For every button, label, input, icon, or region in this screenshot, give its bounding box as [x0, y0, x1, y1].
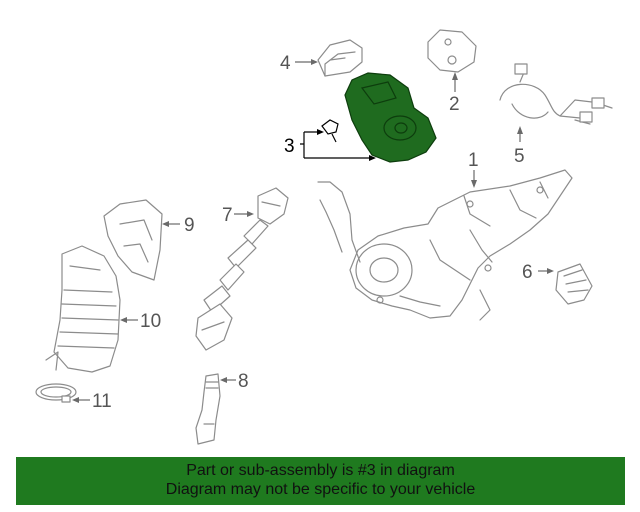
part-6-connector[interactable]	[555, 263, 593, 305]
part-3-housing-highlighted[interactable]	[344, 72, 437, 163]
callout-3: 3	[284, 136, 295, 157]
arrow-1	[471, 180, 477, 188]
arrow-3b	[369, 155, 376, 161]
part-8-lower-shaft[interactable]	[195, 373, 221, 445]
callout-5: 5	[514, 146, 525, 167]
banner-line-disclaimer: Diagram may not be specific to your vehi…	[165, 481, 476, 498]
arrow-6	[547, 268, 554, 274]
arrow-7	[247, 211, 254, 217]
callout-4: 4	[280, 53, 291, 74]
part-2-bracket[interactable]	[427, 29, 477, 73]
part-7-intermediate-shaft[interactable]	[195, 187, 289, 351]
banner-line-part: Part or sub-assembly is #3 in diagram	[186, 462, 455, 479]
callout-9: 9	[184, 215, 195, 236]
arrow-8	[220, 377, 227, 383]
part-11-clamp[interactable]	[35, 383, 77, 403]
arrow-4	[311, 59, 318, 65]
callout-11: 11	[92, 391, 112, 412]
info-banner: Part or sub-assembly is #3 in diagram Di…	[16, 457, 625, 505]
callout-6: 6	[522, 262, 533, 283]
callout-8: 8	[238, 371, 249, 392]
part-9-boot-cover[interactable]	[103, 199, 163, 281]
arrow-10	[120, 317, 127, 323]
part-5-wire-harness[interactable]	[499, 63, 613, 125]
arrow-9	[162, 221, 169, 227]
part-4-cover[interactable]	[317, 39, 363, 77]
part-10-boot[interactable]	[45, 245, 121, 373]
part-3-bolt[interactable]	[321, 119, 339, 143]
arrow-5	[517, 126, 523, 134]
leader-3	[300, 131, 374, 159]
arrow-2	[452, 72, 458, 80]
arrow-3a	[317, 129, 324, 135]
callout-1: 1	[468, 150, 479, 171]
callout-2: 2	[449, 94, 460, 115]
callout-10: 10	[140, 311, 161, 332]
callout-7: 7	[222, 205, 233, 226]
arrow-11	[72, 397, 79, 403]
part-1-steering-column[interactable]	[317, 169, 573, 321]
